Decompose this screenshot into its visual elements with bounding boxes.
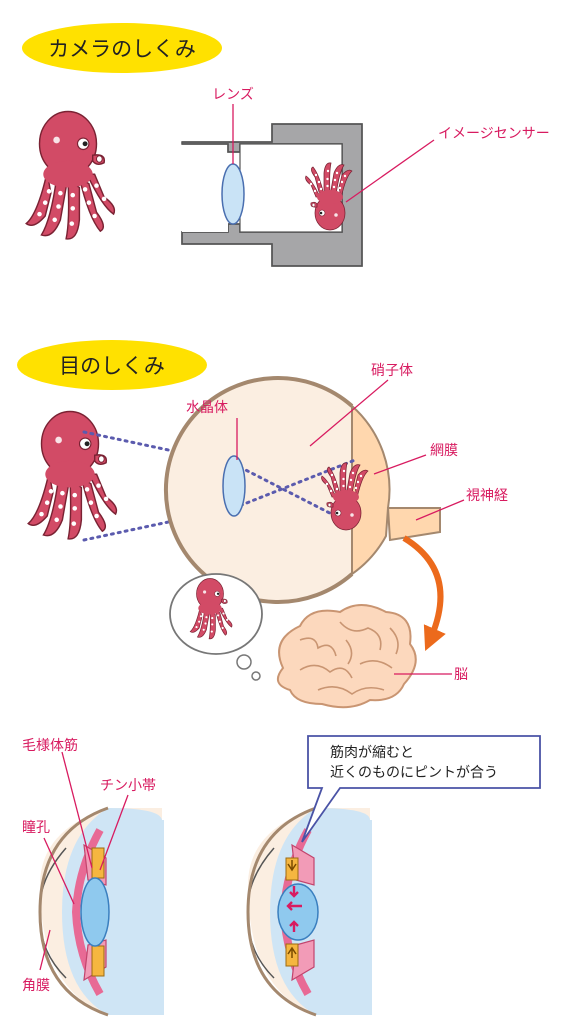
callout-line1: 筋肉が縮むと [330, 744, 414, 761]
brain-icon [276, 604, 417, 709]
eyeball [164, 376, 441, 604]
ciliary-muscle-label: 毛様体筋 [22, 737, 78, 754]
zonule-label: チン小帯 [100, 778, 156, 794]
pupil-label: 瞳孔 [22, 819, 50, 836]
contract-arrow-up [289, 920, 299, 932]
lens-contracted [277, 883, 319, 941]
contract-arrow-left [286, 901, 302, 911]
cornea-label: 角膜 [22, 978, 50, 994]
camera-section-title: カメラのしくみ [22, 23, 222, 73]
eye-title: 目のしくみ [59, 354, 165, 378]
crystalline-lens-label: 水晶体 [186, 400, 228, 416]
eye-cross-section-contracted [246, 806, 372, 1017]
callout-line2: 近くのものにピントが合う [330, 765, 498, 781]
sensor-leader-line [345, 139, 435, 203]
crystalline-lens [222, 455, 246, 517]
brain-label: 脳 [454, 667, 468, 683]
retina-label: 網膜 [430, 443, 458, 459]
camera-body [181, 123, 363, 267]
contract-arrow-down [289, 886, 299, 898]
eye-section-title: 目のしくみ [17, 340, 207, 390]
lens-label: レンズ [212, 87, 254, 103]
eye-cross-section-relaxed [38, 806, 164, 1017]
camera-lens [221, 163, 245, 225]
lens-relaxed [80, 877, 110, 947]
camera-title: カメラのしくみ [48, 37, 196, 61]
thought-bubble [169, 573, 263, 681]
signal-arrow [402, 535, 446, 651]
vitreous-label: 硝子体 [371, 363, 413, 379]
callout-box: 筋肉が縮むと 近くのものにピントが合う [301, 735, 541, 843]
sensor-label: イメージセンサー [438, 126, 550, 142]
optic-nerve-label: 視神経 [466, 488, 508, 504]
